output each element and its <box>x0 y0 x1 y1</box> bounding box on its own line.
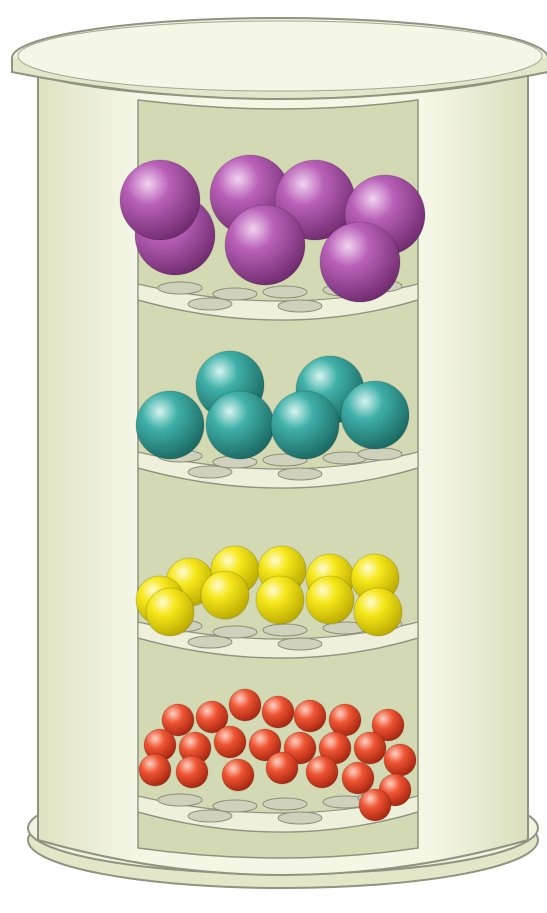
red-ball <box>229 689 261 721</box>
sieve-hole <box>158 282 202 294</box>
purple-ball <box>120 160 200 240</box>
purple-ball <box>225 205 305 285</box>
yellow-ball <box>306 576 354 624</box>
red-ball <box>359 789 391 821</box>
red-ball <box>176 756 208 788</box>
sieve-hole <box>263 624 307 636</box>
red-ball <box>266 752 298 784</box>
teal-ball <box>271 391 339 459</box>
sieve-hole <box>278 300 322 312</box>
red-ball <box>139 754 171 786</box>
top-lid <box>18 21 542 91</box>
sieve-hole <box>188 810 232 822</box>
red-ball <box>342 762 374 794</box>
teal-ball <box>136 391 204 459</box>
sieve-hole <box>278 468 322 480</box>
red-ball <box>384 744 416 776</box>
sieve-hole <box>263 286 307 298</box>
sieve-hole <box>188 636 232 648</box>
red-ball <box>294 700 326 732</box>
yellow-ball <box>354 588 402 636</box>
red-ball <box>306 756 338 788</box>
top-tier <box>120 155 425 320</box>
red-ball <box>329 704 361 736</box>
sieve-hole <box>263 798 307 810</box>
yellow-ball <box>256 576 304 624</box>
sieve-hole <box>158 794 202 806</box>
red-ball <box>222 759 254 791</box>
third-tier <box>136 546 418 658</box>
red-ball <box>262 696 294 728</box>
purple-ball <box>320 222 400 302</box>
teal-ball <box>341 381 409 449</box>
red-ball <box>214 726 246 758</box>
yellow-ball <box>146 588 194 636</box>
sieve-hole <box>278 812 322 824</box>
sieve-hole <box>188 466 232 478</box>
teal-ball <box>206 391 274 459</box>
red-ball <box>354 732 386 764</box>
sieve-hole <box>358 448 402 460</box>
yellow-ball <box>201 571 249 619</box>
sieve-hole <box>278 638 322 650</box>
sieve-hole <box>188 298 232 310</box>
